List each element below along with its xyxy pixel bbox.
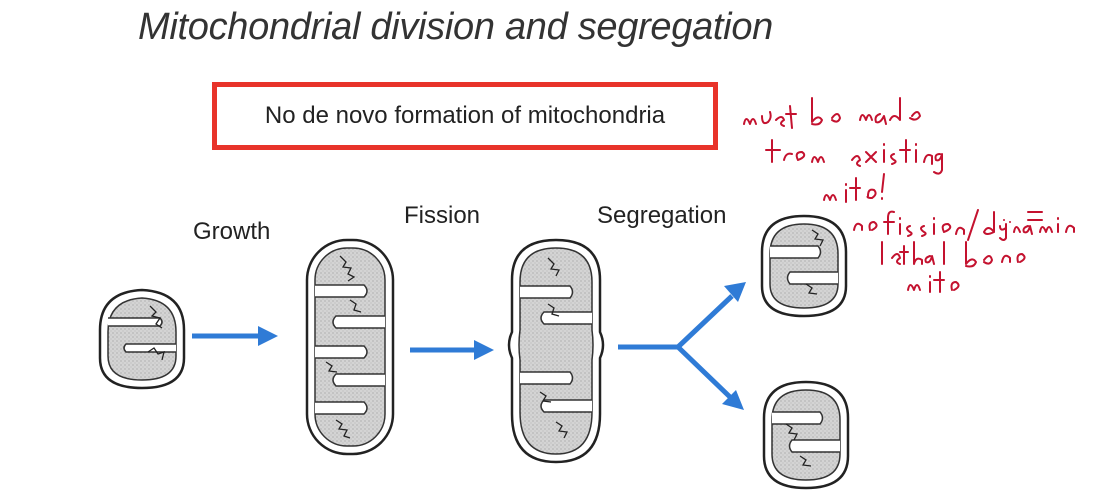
handwritten-annotation [743,97,1075,293]
stage-label-fission: Fission [404,202,481,229]
mitochondrion-constricting [507,238,605,464]
arrow-growth-to-fission [192,326,278,346]
stage-label-growth: Growth [193,218,271,245]
callout-box: No de novo formation of mitochondria [212,82,718,150]
page-title: Mitochondrial division and segregation [138,6,773,48]
mitochondrion-small [98,288,186,390]
arrow-segregation-fork [618,282,746,410]
mitochondrion-daughter-bottom [762,380,850,490]
stage-label-segregation: Segregation [597,202,727,229]
arrow-fission-to-segregation [410,340,494,360]
mitochondrion-daughter-top [760,214,848,318]
callout-text: No de novo formation of mitochondria [264,102,666,129]
mitochondrion-elongated [305,238,395,456]
